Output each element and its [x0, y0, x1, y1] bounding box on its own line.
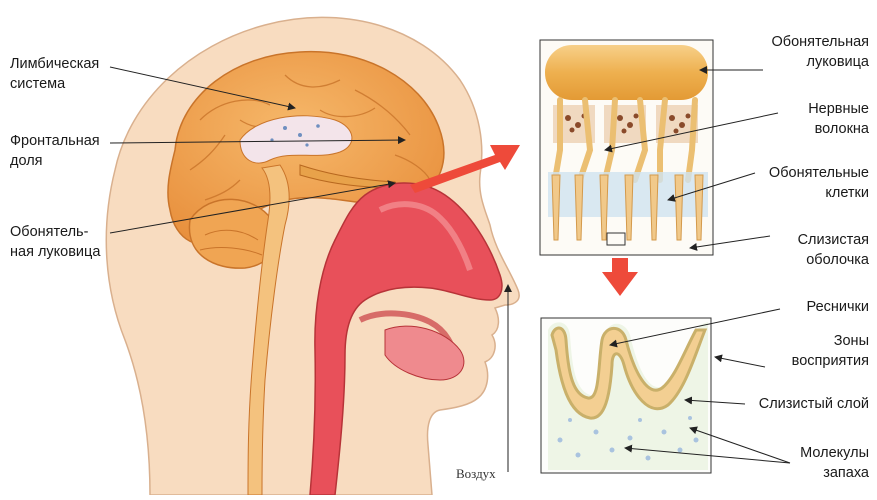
- label-bulb-left-line2: ная луковица: [10, 242, 100, 262]
- glomeruli: [553, 105, 698, 143]
- label-limbic-line1: Лимбическая: [10, 54, 99, 74]
- label-perception-zones: Зоны восприятия: [792, 331, 869, 371]
- label-bulb-left-line1: Обонятель-: [10, 222, 100, 242]
- label-frontal-line1: Фронтальная: [10, 131, 100, 151]
- label-olfactory-bulb-left: Обонятель- ная луковица: [10, 222, 100, 262]
- label-cilia: Реснички: [807, 297, 869, 317]
- label-zones-line2: восприятия: [792, 351, 869, 371]
- label-molecules-line2: запаха: [800, 463, 869, 483]
- label-cells-line2: клетки: [769, 183, 869, 203]
- label-nerve-line2: волокна: [808, 119, 869, 139]
- arrow-down: [602, 258, 638, 296]
- label-nerve-fibers: Нервные волокна: [808, 99, 869, 139]
- label-limbic-line2: система: [10, 74, 99, 94]
- label-olfactory-cells: Обонятельные клетки: [769, 163, 869, 203]
- label-bulb-right-line1: Обонятельная: [771, 32, 869, 52]
- label-frontal-line2: доля: [10, 151, 100, 171]
- label-mucosa: Слизистая оболочка: [798, 230, 869, 270]
- olfactory-bulb-bar: [545, 45, 708, 100]
- label-mucosa-line2: оболочка: [798, 250, 869, 270]
- label-bulb-right-line2: луковица: [771, 52, 869, 72]
- label-nerve-line1: Нервные: [808, 99, 869, 119]
- label-odor-molecules: Молекулы запаха: [800, 443, 869, 483]
- label-cells-line1: Обонятельные: [769, 163, 869, 183]
- label-zones-line1: Зоны: [792, 331, 869, 351]
- label-olfactory-bulb-right: Обонятельная луковица: [771, 32, 869, 72]
- label-limbic-system: Лимбическая система: [10, 54, 99, 94]
- label-frontal-lobe: Фронтальная доля: [10, 131, 100, 171]
- label-air: Воздух: [456, 464, 496, 484]
- label-mucosa-line1: Слизистая: [798, 230, 869, 250]
- label-mucus-layer: Слизистый слой: [759, 394, 869, 414]
- label-molecules-line1: Молекулы: [800, 443, 869, 463]
